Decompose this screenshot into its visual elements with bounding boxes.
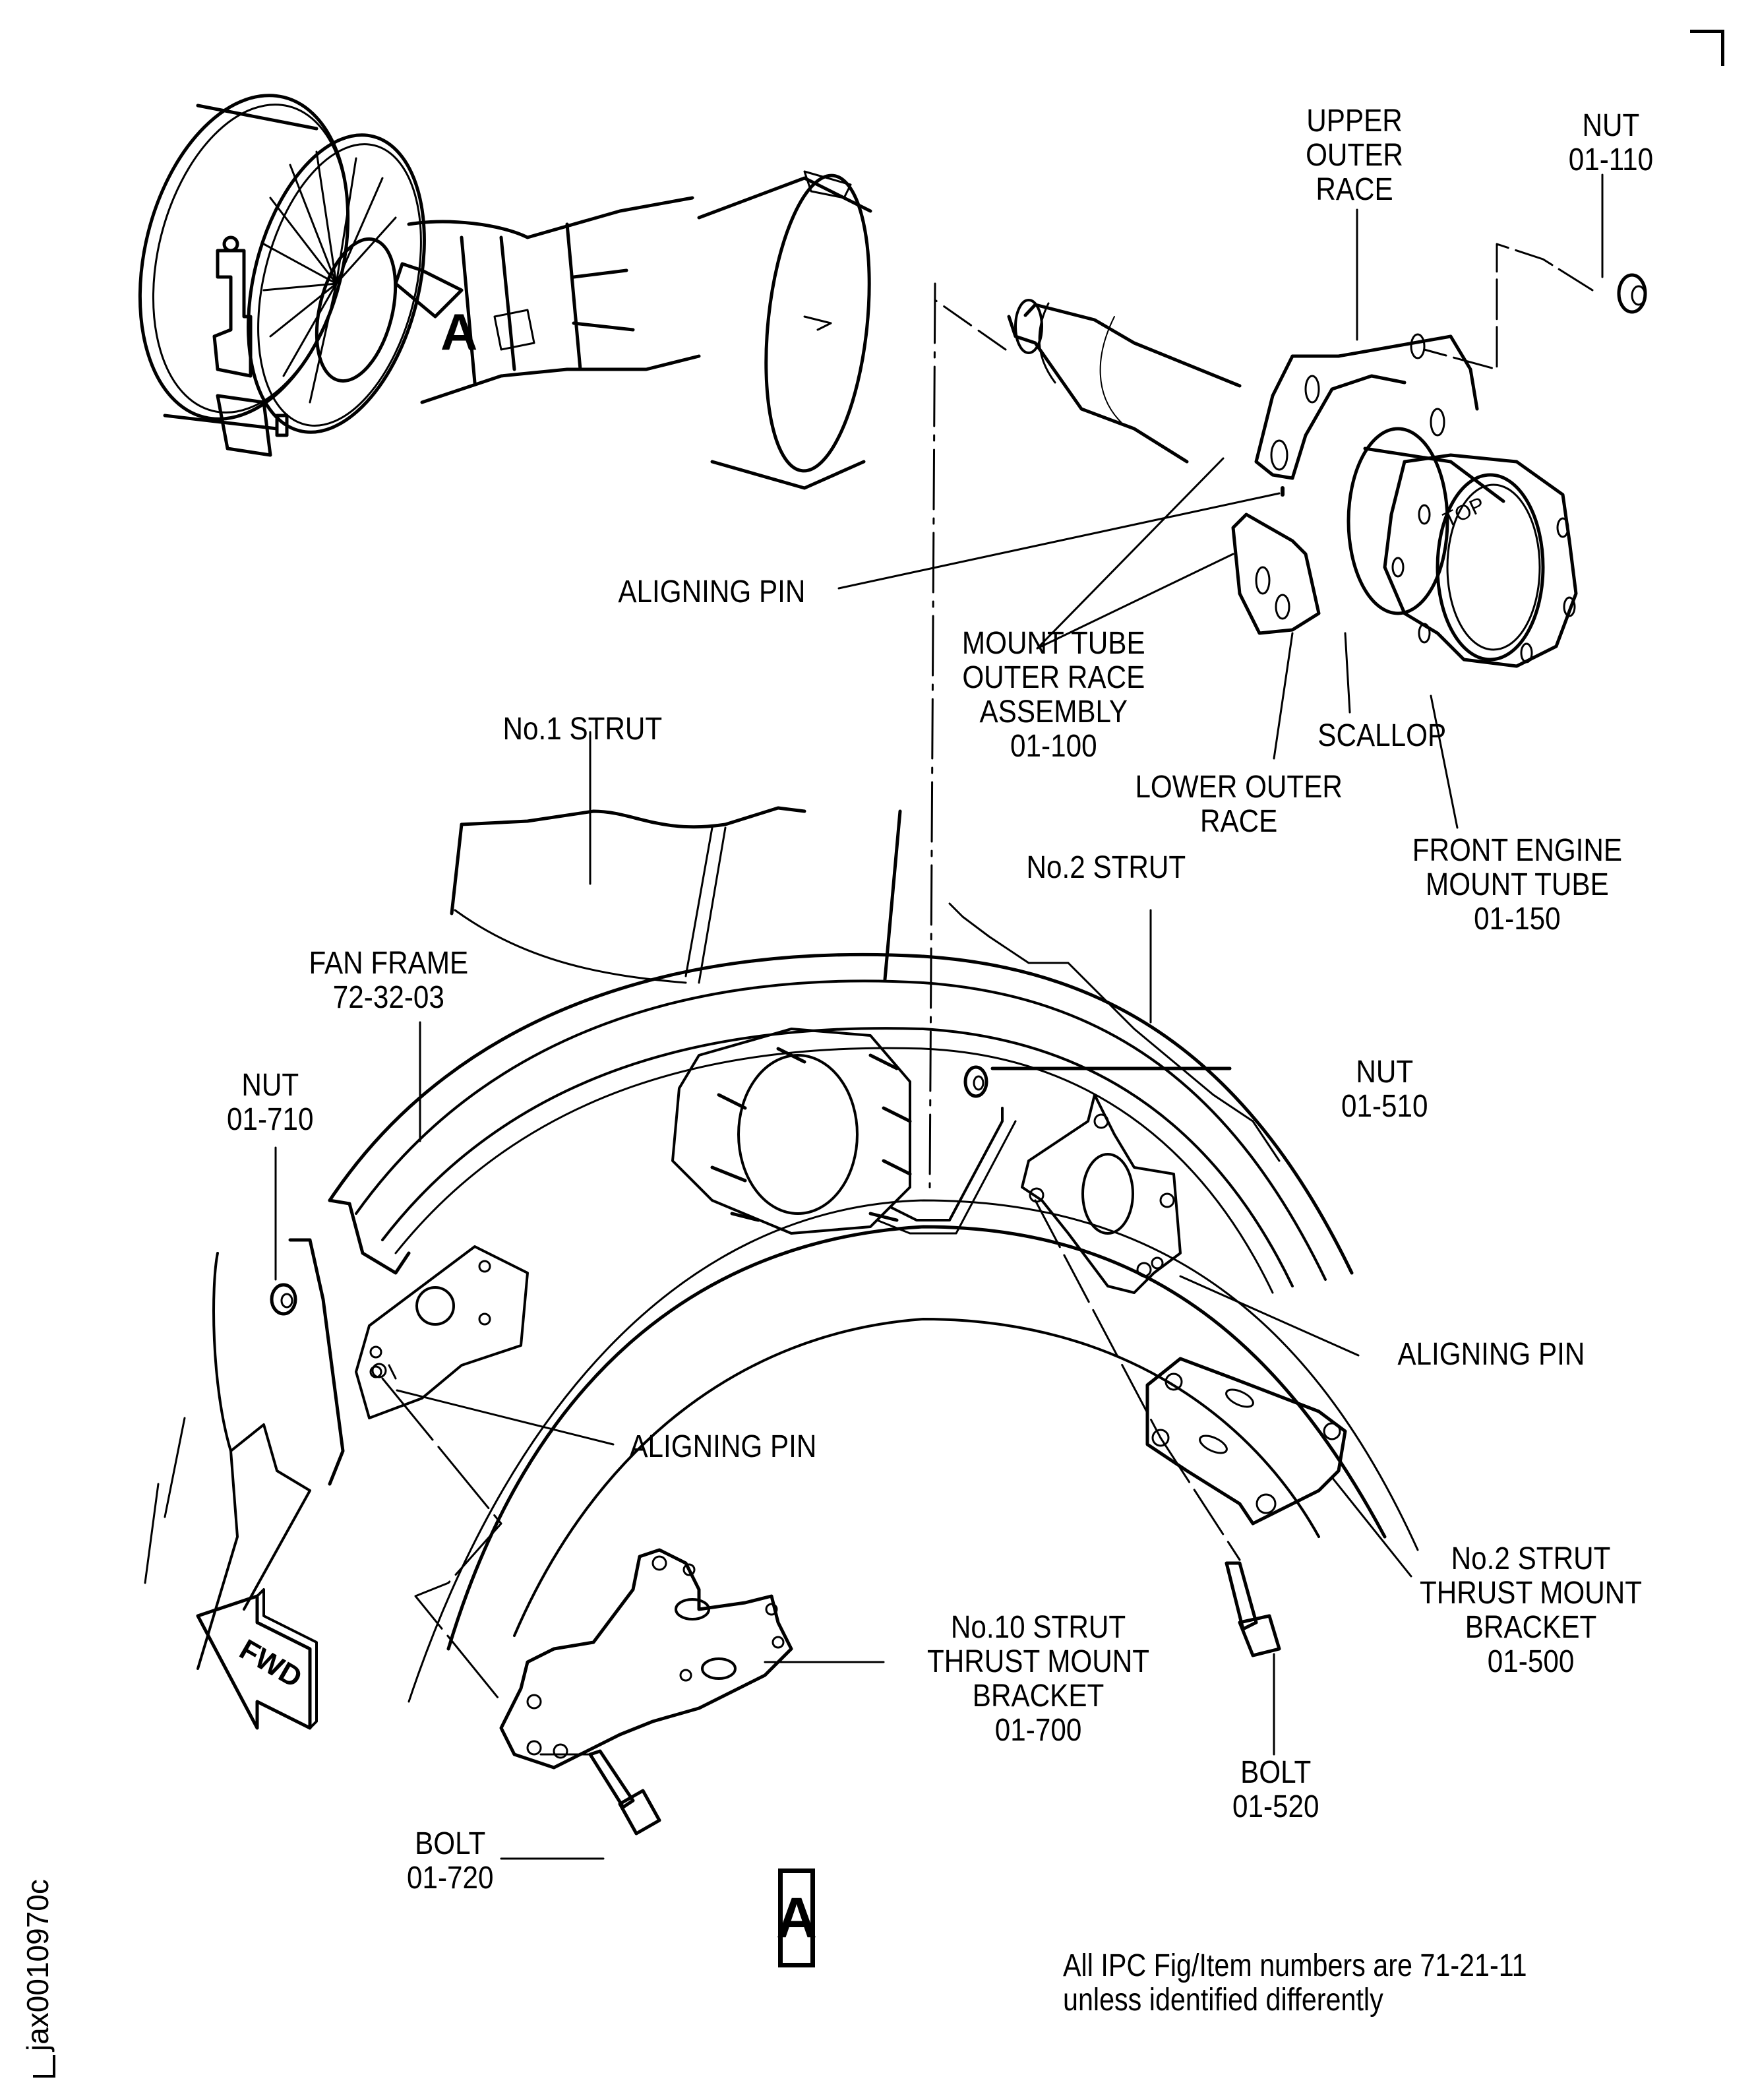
callout-A-marker: A xyxy=(440,303,477,361)
label-aligning-pin-left: ALIGNING PIN xyxy=(629,1430,816,1464)
label-scallop: SCALLOP xyxy=(1317,719,1446,753)
engine-overview xyxy=(138,94,872,490)
view-a-letter: A xyxy=(775,1886,818,1950)
label-nut-01-110: NUT 01-110 xyxy=(1569,109,1653,177)
label-no2-strut: No.2 STRUT xyxy=(1026,851,1186,885)
label-line: No.10 STRUT xyxy=(950,1610,1126,1645)
view-a-badge: A xyxy=(775,1868,818,1967)
label-line: 01-720 xyxy=(406,1861,494,1896)
figure-id: jax0010970c xyxy=(20,1879,55,2078)
label-line: THRUST MOUNT xyxy=(1419,1576,1643,1611)
label-line: RACE xyxy=(1316,172,1393,207)
label-line: OUTER xyxy=(1306,138,1403,173)
label-line: NUT xyxy=(1356,1055,1414,1090)
label-line: 01-700 xyxy=(994,1713,1082,1748)
label-line: FRONT ENGINE xyxy=(1412,833,1623,868)
corner-crop-mark xyxy=(1690,30,1724,66)
label-lower-outer-race: LOWER OUTER RACE xyxy=(1135,770,1342,839)
label-bolt-01-520: BOLT 01-520 xyxy=(1232,1756,1319,1824)
front-engine-mount-tube-drawing xyxy=(1007,273,1647,668)
figure-id-text: jax0010970c xyxy=(20,1879,55,2051)
label-line: UPPER xyxy=(1306,104,1403,139)
ipc-note: All IPC Fig/Item numbers are 71-21-11 un… xyxy=(1063,1949,1527,2018)
label-line: 01-710 xyxy=(226,1102,314,1137)
label-line: ASSEMBLY xyxy=(979,695,1128,729)
label-aligning-pin-top: ALIGNING PIN xyxy=(618,575,805,609)
ipc-note-line-2: unless identified differently xyxy=(1063,1983,1383,2018)
label-line: BOLT xyxy=(1240,1755,1312,1790)
label-line: MOUNT TUBE xyxy=(1426,867,1609,902)
label-line: MOUNT TUBE xyxy=(961,626,1145,661)
label-line: BRACKET xyxy=(1465,1610,1597,1645)
label-line: 01-500 xyxy=(1487,1644,1575,1679)
leader-lines xyxy=(274,173,1604,1860)
figure-id-crop-mark xyxy=(33,2055,55,2078)
label-line: 01-110 xyxy=(1568,142,1654,177)
label-line: No.1 STRUT xyxy=(502,712,663,747)
label-no1-strut: No.1 STRUT xyxy=(502,712,662,747)
label-line: 72-32-03 xyxy=(332,980,444,1015)
label-nut-01-710: NUT 01-710 xyxy=(227,1068,314,1137)
label-mount-tube-outer-race-assembly: MOUNT TUBE OUTER RACE ASSEMBLY 01-100 xyxy=(962,627,1145,764)
label-line: ALIGNING PIN xyxy=(1397,1337,1585,1372)
label-nut-01-510: NUT 01-510 xyxy=(1341,1055,1428,1124)
label-line: 01-150 xyxy=(1474,902,1561,937)
label-line: SCALLOP xyxy=(1317,718,1447,753)
label-line: BOLT xyxy=(415,1826,486,1861)
label-line: LOWER OUTER xyxy=(1135,770,1343,805)
label-line: ALIGNING PIN xyxy=(618,574,806,609)
label-line: NUT xyxy=(241,1068,299,1103)
label-line: ALIGNING PIN xyxy=(629,1429,817,1464)
label-bolt-01-720: BOLT 01-720 xyxy=(407,1827,494,1896)
label-line: 01-100 xyxy=(1010,729,1097,764)
label-line: BRACKET xyxy=(972,1679,1105,1714)
label-line: FAN FRAME xyxy=(309,946,469,981)
ipc-note-line-1: All IPC Fig/Item numbers are 71-21-11 xyxy=(1063,1948,1527,1983)
label-line: THRUST MOUNT xyxy=(926,1644,1150,1679)
label-aligning-pin-right: ALIGNING PIN xyxy=(1397,1338,1585,1372)
label-line: OUTER RACE xyxy=(962,660,1145,695)
fan-frame-drawing xyxy=(144,806,1419,1836)
label-fan-frame: FAN FRAME 72-32-03 xyxy=(309,946,468,1015)
label-front-engine-mount-tube: FRONT ENGINE MOUNT TUBE 01-150 xyxy=(1412,834,1622,937)
label-line: No.2 STRUT xyxy=(1451,1541,1611,1576)
label-no10-strut-thrust-mount-bracket: No.10 STRUT THRUST MOUNT BRACKET 01-700 xyxy=(927,1611,1149,1748)
label-line: RACE xyxy=(1200,804,1278,839)
label-upper-outer-race: UPPER OUTER RACE xyxy=(1306,104,1403,207)
label-line: NUT xyxy=(1582,108,1640,143)
label-no2-strut-thrust-mount-bracket: No.2 STRUT THRUST MOUNT BRACKET 01-500 xyxy=(1420,1542,1642,1679)
label-line: 01-510 xyxy=(1341,1089,1428,1124)
label-line: 01-520 xyxy=(1232,1789,1319,1824)
label-line: No.2 STRUT xyxy=(1026,850,1186,885)
